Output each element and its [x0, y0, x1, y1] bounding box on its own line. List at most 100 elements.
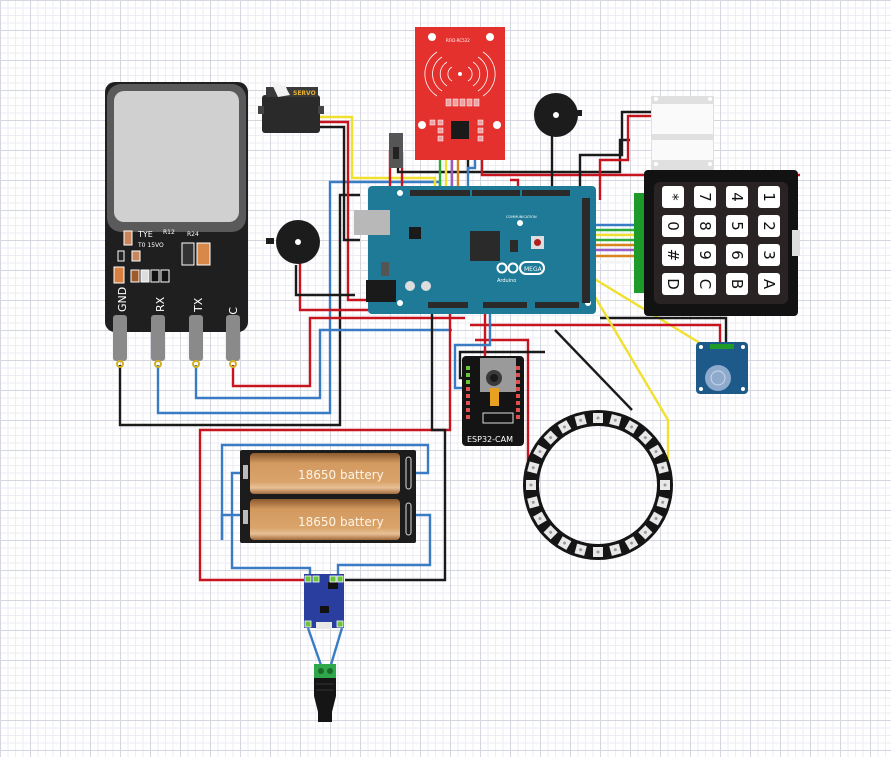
touch-pad-ring: [710, 370, 726, 386]
ring-led: [638, 430, 653, 445]
silk-r24: R24: [187, 231, 199, 238]
buzzer-tab: [266, 238, 274, 244]
power-jack: [366, 280, 396, 302]
charger-module[interactable]: [304, 574, 344, 629]
rfid-reader[interactable]: RFID-RC522: [415, 27, 505, 160]
key-label: 2: [760, 221, 778, 231]
wire-touch-black: [600, 316, 728, 348]
battery-contact: [243, 465, 248, 479]
keypad-key[interactable]: 9: [694, 244, 716, 266]
wire-fp-gnd: [118, 193, 360, 427]
wire-servo-signal: [320, 115, 437, 190]
switch-slider[interactable]: [393, 147, 399, 159]
battery-holder[interactable]: 18650 battery 18650 battery: [240, 450, 416, 543]
charger-chip-2: [320, 606, 329, 613]
esp32-pin: [516, 401, 520, 405]
touch-pad[interactable]: [705, 365, 731, 391]
key-cap: [758, 215, 780, 237]
fingerprint-sensor[interactable]: TYE T0 15VO R12 R24 GND RX TX VCC: [105, 82, 248, 368]
ring-led: [638, 525, 653, 540]
mount-hole: [654, 162, 658, 166]
micro-usb-port[interactable]: [316, 622, 332, 629]
capacitor: [421, 281, 431, 291]
keypad-key[interactable]: 7: [694, 186, 716, 208]
keypad-key[interactable]: C: [694, 273, 716, 295]
wire-bat-top-right: [220, 443, 430, 540]
key-cap: [758, 273, 780, 295]
led-die: [596, 416, 600, 420]
mount-hole: [708, 97, 712, 101]
ultrasonic-sensor[interactable]: [651, 96, 714, 170]
keypad-key[interactable]: 1: [758, 186, 780, 208]
header-digital: [582, 198, 590, 303]
esp32-pin: [516, 408, 520, 412]
ultra-bottom-face: [652, 140, 713, 160]
header-top-3: [522, 190, 570, 196]
keypad-key[interactable]: 2: [758, 215, 780, 237]
led-die: [663, 483, 667, 487]
led-die: [613, 418, 617, 422]
keypad-key[interactable]: 8: [694, 215, 716, 237]
servo-motor[interactable]: SERVO: [258, 80, 324, 133]
keypad-key[interactable]: 4: [726, 186, 748, 208]
esp32-pin: [466, 401, 470, 405]
ring-led: [593, 413, 603, 423]
buzzer-top[interactable]: [534, 93, 582, 137]
key-cap: [694, 273, 716, 295]
touch-sensor[interactable]: [696, 342, 748, 394]
buzzer-left[interactable]: [266, 220, 320, 264]
ring-led: [609, 543, 622, 556]
servo-body: [262, 95, 320, 133]
smd-component: [131, 250, 141, 262]
mcu-chip: [470, 231, 500, 261]
rfid-label: RFID-RC522: [446, 38, 470, 43]
led-ring[interactable]: [523, 410, 673, 560]
key-label: 7: [696, 192, 714, 202]
arduino-mega[interactable]: MEGA Arduino COMMUNICATION: [354, 186, 596, 314]
esp32-cam[interactable]: ESP32-CAM: [462, 356, 524, 446]
key-label: 3: [760, 250, 778, 260]
key-cap: [662, 273, 684, 295]
ring-led: [656, 461, 669, 474]
wire-ring-red: [475, 338, 530, 470]
led-die: [643, 436, 647, 440]
fingerprint-pins: [113, 315, 240, 361]
header-top-2: [472, 190, 520, 196]
ring-led: [526, 480, 536, 490]
icsp-header: [510, 240, 518, 252]
keypad-key[interactable]: #: [662, 244, 684, 266]
key-cap: [662, 215, 684, 237]
esp32-pin: [516, 373, 520, 377]
buzzer-hole: [553, 112, 559, 118]
esp32-pin: [466, 394, 470, 398]
keypad-key[interactable]: 5: [726, 215, 748, 237]
buzzer-tab: [574, 110, 582, 116]
buzzer-hole: [295, 239, 301, 245]
ring-led: [527, 461, 540, 474]
wire-bat-bot-right: [336, 513, 432, 580]
wire-bat-bot-left: [220, 513, 242, 540]
dc-barrel-jack[interactable]: [314, 664, 336, 722]
led-die: [563, 425, 566, 429]
battery-cell-top: [250, 453, 400, 494]
keypad-key[interactable]: 0: [662, 215, 684, 237]
slide-switch[interactable]: [389, 133, 403, 168]
servo-tab: [258, 106, 264, 114]
ring-led: [649, 444, 663, 459]
esp32-pin: [516, 380, 520, 384]
keypad-key[interactable]: 6: [726, 244, 748, 266]
keypad-key[interactable]: D: [662, 273, 684, 295]
keypad-key[interactable]: B: [726, 273, 748, 295]
esp32-pins: [466, 366, 520, 419]
chip-small: [409, 227, 421, 239]
header-top-1: [410, 190, 470, 196]
dc-jack-body: [314, 678, 336, 722]
esp32-pin: [466, 415, 470, 419]
led-die: [563, 541, 566, 545]
wire-power-black: [345, 300, 447, 582]
keypad-key[interactable]: 3: [758, 244, 780, 266]
keypad-key[interactable]: *: [662, 186, 684, 208]
keypad-key[interactable]: A: [758, 273, 780, 295]
battery-contact: [243, 510, 248, 524]
